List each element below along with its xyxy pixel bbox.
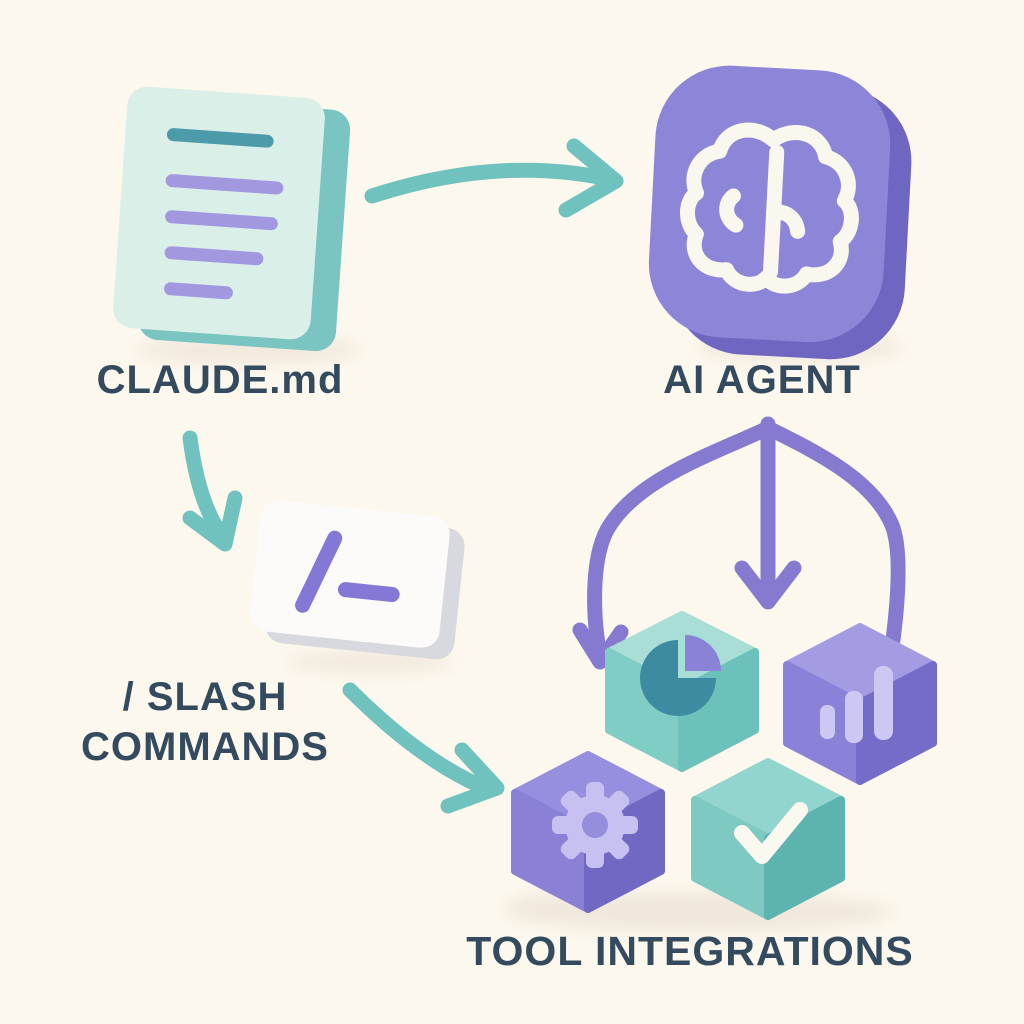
- dash-glyph: [337, 582, 400, 603]
- doc-line-1: [165, 174, 284, 195]
- brain-squiggle-left: [719, 188, 744, 233]
- arrow-claude-to-agent: [364, 138, 624, 218]
- slash-commands-label: / SLASH COMMANDS: [81, 672, 329, 773]
- tool-integrations-label: TOOL INTEGRATIONS: [466, 928, 914, 974]
- slash-glyph: [295, 530, 343, 613]
- bar-chart-cube-icon: [783, 623, 937, 785]
- ai-agent-icon: [648, 65, 912, 360]
- arrow-agent-to-tools: [572, 416, 906, 670]
- gear-hole: [582, 812, 608, 838]
- gear-icon: [552, 782, 638, 868]
- arrowhead-left: [572, 622, 629, 670]
- doc-line-2: [165, 210, 278, 231]
- arrowhead: [440, 742, 505, 814]
- checkmark-icon: [734, 802, 808, 864]
- arrowhead-middle: [734, 560, 802, 610]
- pie-chart-cube-icon: [605, 611, 759, 772]
- brain-squiggle-right: [766, 204, 806, 239]
- ai-agent-label: AI AGENT: [663, 358, 861, 402]
- doc-line-4: [164, 282, 233, 300]
- doc-line-3: [164, 246, 264, 266]
- pie-slice: [685, 635, 721, 671]
- claude-md-label: CLAUDE.md: [96, 358, 344, 402]
- arrowhead: [558, 138, 624, 218]
- arrow-slash-to-tools: [342, 682, 505, 814]
- arrowhead: [182, 490, 243, 552]
- slash-commands-label-line2: COMMANDS: [81, 725, 329, 770]
- bar-chart-icon: [820, 666, 893, 743]
- brain-icon: [679, 122, 859, 294]
- pie-chart-icon: [640, 640, 716, 716]
- doc-line-title: [166, 128, 274, 148]
- slash-commands-label-line1: / SLASH: [122, 675, 288, 719]
- arrow-branch-right: [760, 420, 906, 648]
- document-icon: [113, 86, 351, 352]
- arrow-branch-left: [587, 420, 776, 658]
- gear-cube-icon: [511, 751, 665, 913]
- checkmark-cube-icon: [691, 758, 845, 920]
- slash-card-icon: [250, 500, 465, 660]
- arrow-claude-to-slash: [182, 430, 243, 552]
